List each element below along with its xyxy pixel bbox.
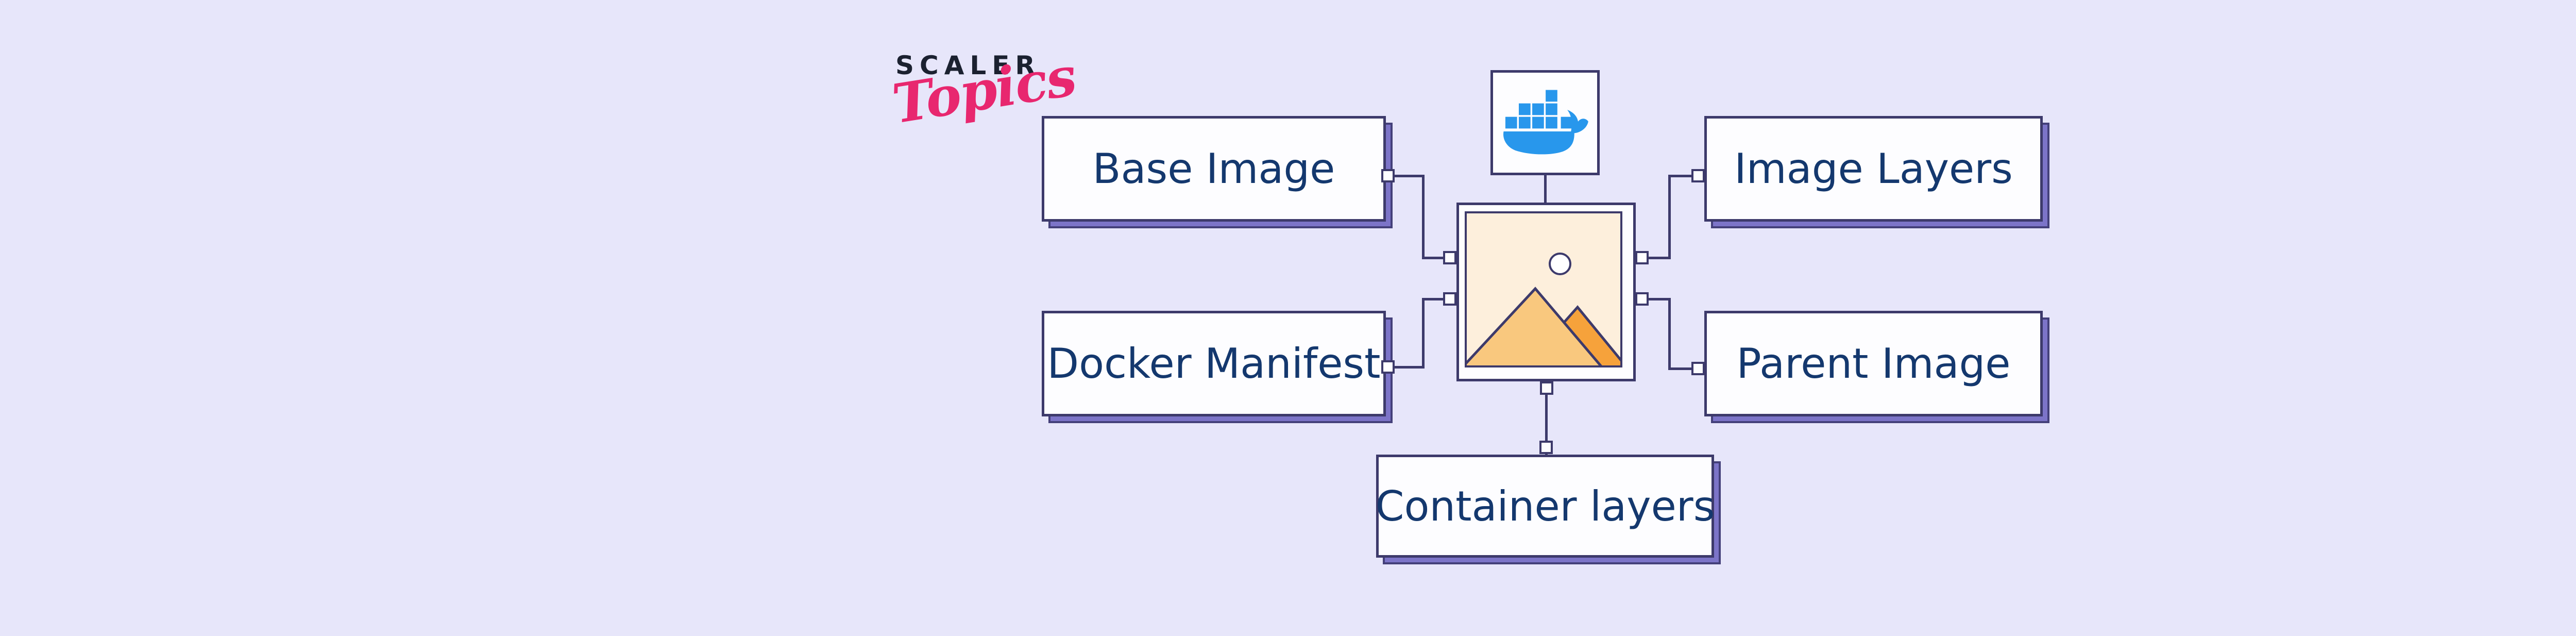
sun-icon bbox=[1549, 253, 1571, 275]
docker-logo-box bbox=[1490, 70, 1600, 175]
connector-center-to-container bbox=[1545, 379, 1548, 457]
stub-center-bottom bbox=[1540, 381, 1553, 395]
connector-base-image-v bbox=[1422, 175, 1425, 259]
connector-docker-manifest-h2 bbox=[1422, 298, 1458, 300]
node-docker-manifest: Docker Manifest bbox=[1042, 311, 1393, 423]
image-placeholder-icon bbox=[1456, 203, 1636, 381]
connector-base-image-h1 bbox=[1387, 175, 1425, 177]
mountain-light bbox=[1467, 287, 1602, 365]
node-face: Base Image bbox=[1042, 116, 1386, 222]
node-base-image: Base Image bbox=[1042, 116, 1393, 228]
mountains-icon bbox=[1467, 287, 1620, 365]
connector-docker-manifest-h1 bbox=[1387, 366, 1425, 369]
scaler-topics-logo: SCALER Topics bbox=[888, 44, 1080, 174]
stub-container-top bbox=[1539, 441, 1553, 454]
connector-image-layers-h1 bbox=[1668, 175, 1699, 177]
node-label-parent-image: Parent Image bbox=[1736, 340, 2011, 388]
docker-logo-icon bbox=[1503, 90, 1588, 155]
connector-docker-manifest-v bbox=[1422, 298, 1425, 369]
node-face: Parent Image bbox=[1704, 311, 2043, 416]
node-face: Image Layers bbox=[1704, 116, 2043, 222]
image-placeholder-frame bbox=[1465, 211, 1622, 367]
connector-image-layers-v bbox=[1668, 175, 1671, 259]
node-face: Docker Manifest bbox=[1042, 311, 1386, 416]
stub-image-layers-left bbox=[1691, 169, 1705, 182]
connector-parent-image-v bbox=[1668, 298, 1671, 370]
node-container-layers: Container layers bbox=[1375, 455, 1721, 564]
stub-parent-image-left bbox=[1691, 362, 1705, 375]
node-label-image-layers: Image Layers bbox=[1734, 145, 2013, 193]
connector-parent-image-h2 bbox=[1634, 298, 1670, 300]
node-label-docker-manifest: Docker Manifest bbox=[1047, 340, 1381, 388]
stub-center-right-top bbox=[1635, 251, 1649, 264]
stub-center-left-top bbox=[1443, 251, 1456, 264]
stub-base-image-right bbox=[1381, 169, 1395, 182]
node-face: Container layers bbox=[1375, 455, 1715, 558]
connector-image-layers-h2 bbox=[1634, 257, 1670, 259]
connector-docker-to-center bbox=[1544, 174, 1547, 204]
stub-center-right-bottom bbox=[1635, 292, 1649, 306]
stub-center-left-bottom bbox=[1443, 292, 1456, 306]
connector-parent-image-h1 bbox=[1668, 367, 1699, 370]
connector-base-image-h2 bbox=[1422, 257, 1458, 259]
stub-docker-manifest-right bbox=[1381, 360, 1395, 374]
node-label-base-image: Base Image bbox=[1092, 145, 1335, 193]
scaler-wordmark: SCALER bbox=[895, 51, 1041, 80]
node-parent-image: Parent Image bbox=[1704, 311, 2049, 423]
node-image-layers: Image Layers bbox=[1704, 116, 2049, 228]
node-label-container-layers: Container layers bbox=[1375, 482, 1715, 530]
